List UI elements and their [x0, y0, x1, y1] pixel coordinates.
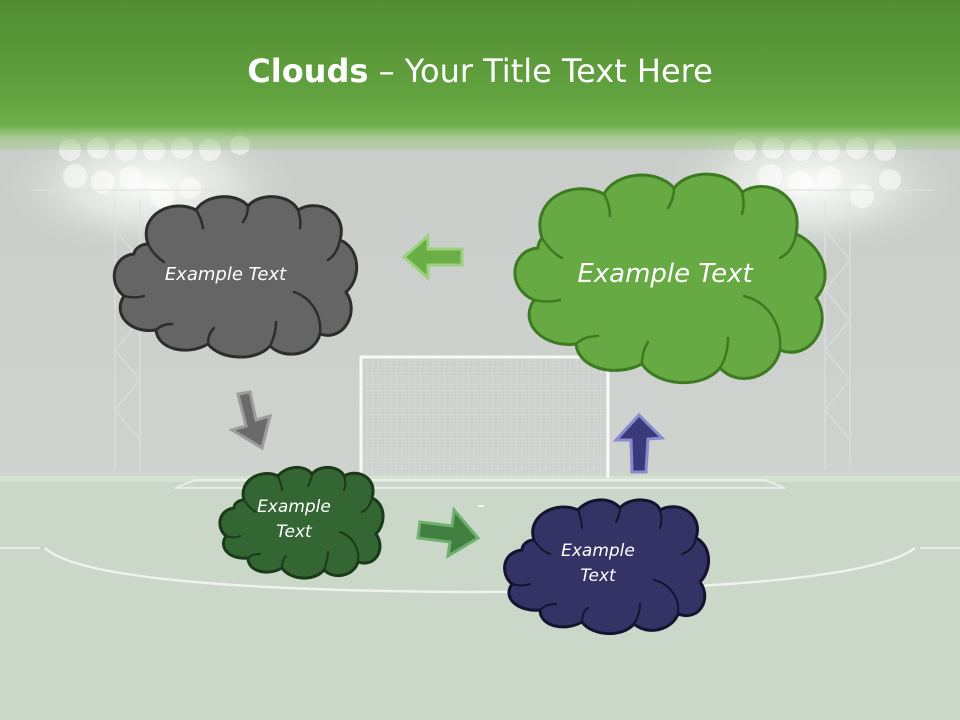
cloud-light-green-label: Example Text	[577, 259, 753, 290]
title-bold: Clouds	[247, 52, 369, 90]
title-bar	[0, 0, 960, 150]
arrow-left-icon	[401, 232, 464, 282]
title-rest: Your Title Text Here	[404, 52, 713, 90]
cloud-gray-label: Example Text	[164, 263, 287, 285]
cloud-navy-line2: Text	[580, 566, 616, 586]
cloud-navy-line1: Example	[561, 541, 635, 562]
cloud-gray[interactable]	[108, 192, 363, 360]
cloud-dark-green-label: Example Text	[228, 488, 360, 552]
cloud-dark-green[interactable]	[216, 464, 386, 580]
goal-net	[362, 357, 608, 478]
title-dash: –	[368, 52, 405, 90]
slide-title: Clouds – Your Title Text Here	[0, 52, 960, 90]
cloud-navy[interactable]	[500, 496, 712, 636]
cloud-dark-green-line1: Example	[257, 497, 331, 518]
cloud-dark-green-line2: Text	[276, 522, 312, 542]
arrow-up-icon	[612, 412, 666, 474]
goal-frame	[359, 355, 610, 478]
arrow-right-icon	[416, 506, 481, 559]
cloud-light-green[interactable]	[498, 164, 834, 390]
arrow-down-icon	[228, 390, 273, 451]
cloud-navy-label: Example Text	[520, 532, 676, 596]
